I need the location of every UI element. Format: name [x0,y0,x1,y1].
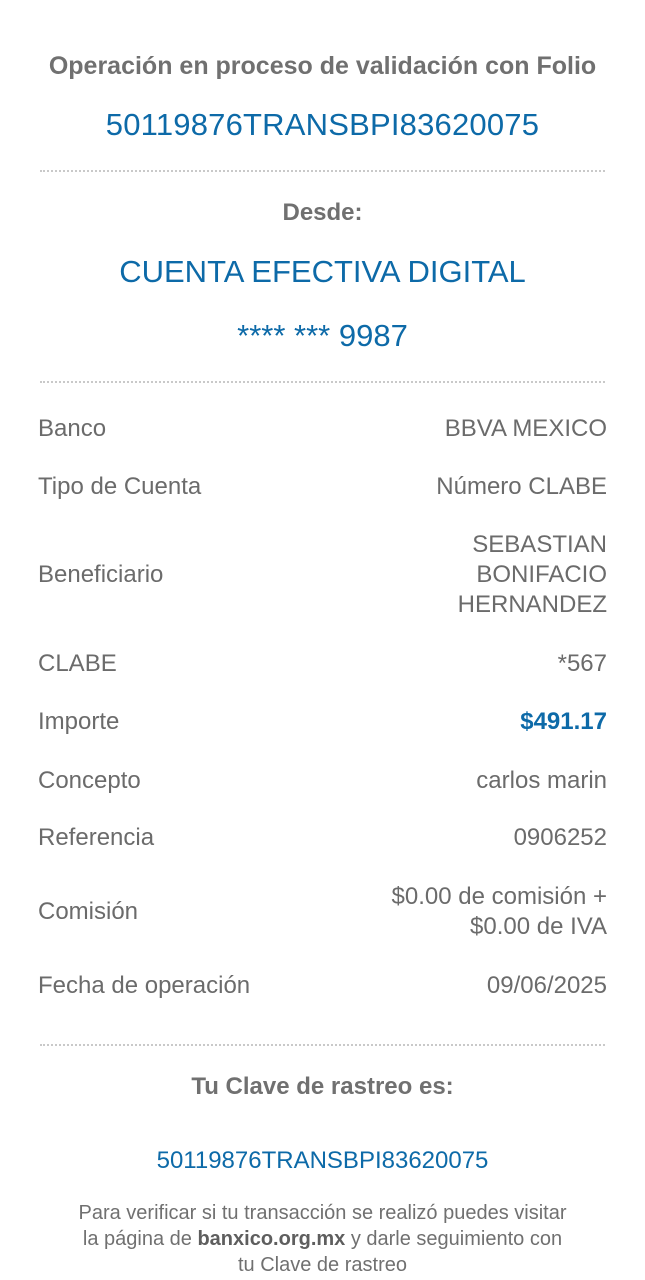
folio-number: 50119876TRANSBPI83620075 [105,107,540,142]
divider [40,170,605,172]
detail-row-importe: Importe $491.17 [38,707,607,737]
amount-value: $491.17 [520,708,607,735]
detail-label: Fecha de operación [38,972,251,999]
note-text: Para verificar si tu transacción se real… [78,1202,567,1250]
beneficiary-line: HERNANDEZ [457,591,607,618]
detail-label: Concepto [38,767,141,794]
divider [40,1044,605,1046]
detail-row-clabe: CLABE *567 [38,649,607,679]
tracking-code[interactable]: 50119876TRANSBPI83620075 [156,1147,489,1174]
beneficiary-line: BONIFACIO [476,561,607,588]
tracking-label: Tu Clave de rastreo es: [191,1073,454,1100]
beneficiary-line: SEBASTIAN [472,531,607,558]
detail-label: Banco [38,415,107,442]
detail-row-referencia: Referencia 0906252 [38,823,607,853]
detail-value: BBVA MEXICO [444,415,607,442]
detail-value: 0906252 [513,824,607,851]
banxico-link[interactable]: banxico.org.mx [197,1228,346,1250]
source-account-number: **** *** 9987 [237,318,408,353]
detail-row-concepto: Concepto carlos marin [38,766,607,796]
commission-line: $0.00 de comisión + [391,883,607,910]
status-title: Operación en proceso de validación con F… [48,52,597,80]
source-account-name: CUENTA EFECTIVA DIGITAL [119,254,526,289]
detail-value: Número CLABE [436,473,607,500]
detail-row-comision: Comisión $0.00 de comisión + $0.00 de IV… [38,882,607,942]
detail-row-beneficiario: Beneficiario SEBASTIAN BONIFACIO HERNAND… [38,530,607,620]
detail-label: CLABE [38,650,117,677]
source-label: Desde: [282,199,363,226]
detail-value: 09/06/2025 [486,972,607,999]
detail-label: Comisión [38,898,139,925]
detail-row-fecha: Fecha de operación 09/06/2025 [38,971,607,1001]
divider [40,381,605,383]
detail-row-banco: Banco BBVA MEXICO [38,414,607,444]
detail-label: Tipo de Cuenta [38,473,202,500]
detail-label: Importe [38,708,120,735]
detail-value: carlos marin [476,767,607,794]
detail-value: SEBASTIAN BONIFACIO HERNANDEZ [458,530,607,620]
commission-line: $0.00 de IVA [470,913,607,940]
note-text: y darle seguimiento con tu Clave de rast… [238,1228,563,1276]
detail-value: $0.00 de comisión + $0.00 de IVA [392,882,607,942]
detail-label: Referencia [38,824,155,851]
verification-note: Para verificar si tu transacción se real… [0,1200,645,1278]
detail-row-tipo-cuenta: Tipo de Cuenta Número CLABE [38,472,607,502]
detail-value: *567 [557,650,607,677]
detail-label: Beneficiario [38,561,164,588]
